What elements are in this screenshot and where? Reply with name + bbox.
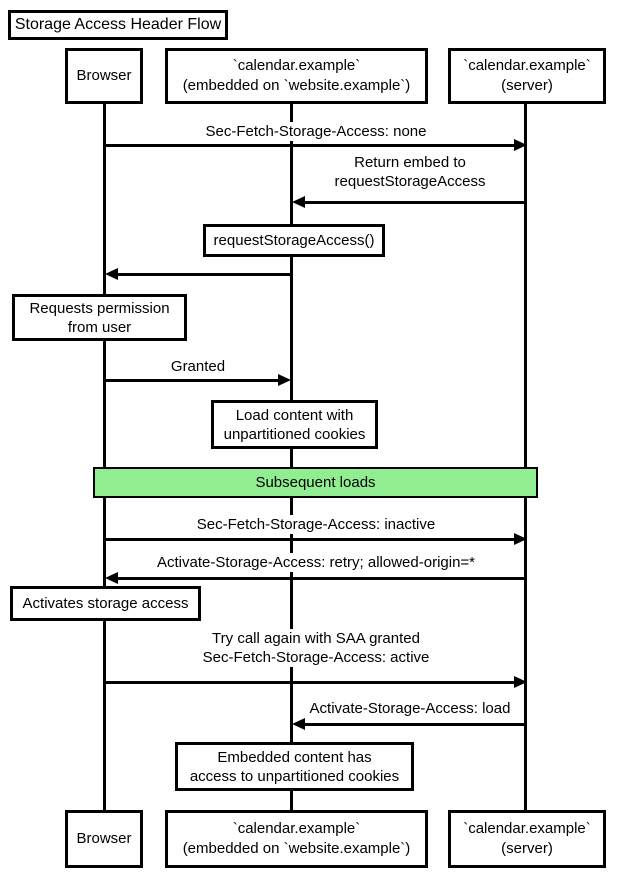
message-arrow-8: [304, 723, 527, 726]
note-line: Activates storage access: [22, 595, 189, 612]
participant-browser-bottom: Browser: [65, 810, 143, 868]
note-line: unpartitioned cookies: [223, 425, 366, 443]
message-arrow-3: [117, 273, 292, 276]
lifeline-embedded-calendar: [290, 104, 293, 810]
message-arrow-2: [304, 201, 527, 204]
message-arrow-6: [117, 577, 527, 580]
message-arrow-4: [105, 379, 279, 382]
message-label-line: Return embed to: [354, 154, 466, 171]
message-arrow-7: [105, 681, 515, 684]
participant-label: (server): [501, 840, 553, 857]
diagram-title: Storage Access Header Flow: [8, 10, 228, 40]
note-embedded-content: Embedded content has access to unpartiti…: [175, 742, 414, 791]
lifeline-browser: [103, 104, 106, 810]
message-label-line: Try call again with SAA granted: [212, 630, 420, 647]
message-arrow-5: [105, 538, 515, 541]
participant-label: (server): [501, 77, 553, 94]
participant-label: `calendar.example`: [232, 820, 361, 837]
note-requests-permission: Requests permission from user: [12, 294, 187, 341]
participant-label: `calendar.example`: [463, 57, 591, 74]
participant-label: `calendar.example`: [463, 820, 591, 837]
arrowhead-right-icon: [514, 139, 527, 151]
message-label-5: Sec-Fetch-Storage-Access: inactive: [193, 515, 439, 534]
message-label-2: Return embed to requestStorageAccess: [331, 153, 489, 191]
note-line: Requests permission: [29, 299, 170, 317]
arrowhead-right-icon: [514, 676, 527, 688]
message-label-1: Sec-Fetch-Storage-Access: none: [202, 122, 430, 141]
participant-browser-top: Browser: [65, 48, 143, 104]
note-line: Embedded content has: [217, 748, 372, 766]
participant-label: Browser: [76, 67, 132, 84]
message-label-8: Activate-Storage-Access: load: [306, 699, 514, 718]
participant-label: (embedded on `website.example`): [182, 840, 411, 857]
note-activates-storage-access: Activates storage access: [10, 586, 201, 621]
arrowhead-left-icon: [292, 718, 305, 730]
note-line: access to unpartitioned cookies: [189, 767, 400, 785]
diagram-title-text: Storage Access Header Flow: [14, 16, 222, 33]
participant-label: (embedded on `website.example`): [182, 77, 411, 94]
message-label-line: Sec-Fetch-Storage-Access: inactive: [196, 516, 436, 533]
arrowhead-left-icon: [292, 196, 305, 208]
message-label-line: Activate-Storage-Access: retry; allowed-…: [156, 554, 476, 571]
participant-embedded-calendar-top: `calendar.example` (embedded on `website…: [165, 48, 428, 104]
note-request-storage-access: requestStorageAccess(): [203, 224, 385, 257]
note-line: from user: [67, 318, 132, 336]
note-load-content: Load content with unpartitioned cookies: [211, 400, 378, 449]
message-label-line: Activate-Storage-Access: load: [309, 700, 511, 717]
arrowhead-left-icon: [105, 268, 118, 280]
participant-label: Browser: [76, 830, 132, 847]
message-label-line: Sec-Fetch-Storage-Access: none: [205, 123, 427, 140]
message-label-6: Activate-Storage-Access: retry; allowed-…: [153, 553, 479, 572]
participant-calendar-server-bottom: `calendar.example` (server): [448, 810, 606, 868]
participant-embedded-calendar-bottom: `calendar.example` (embedded on `website…: [165, 810, 428, 868]
message-label-4: Granted: [167, 357, 229, 376]
arrowhead-left-icon: [105, 572, 118, 584]
arrowhead-right-icon: [278, 374, 291, 386]
message-label-7: Try call again with SAA granted Sec-Fetc…: [199, 629, 433, 667]
arrowhead-right-icon: [514, 533, 527, 545]
participant-calendar-server-top: `calendar.example` (server): [448, 48, 606, 104]
loop-band-label: Subsequent loads: [255, 474, 376, 491]
note-line: Load content with: [235, 406, 354, 424]
message-label-line: requestStorageAccess: [334, 173, 486, 190]
loop-band-subsequent-loads: Subsequent loads: [93, 467, 538, 498]
lifeline-calendar-server: [524, 104, 527, 810]
message-arrow-1: [105, 144, 515, 147]
message-label-line: Granted: [170, 358, 226, 375]
note-line: requestStorageAccess(): [213, 232, 375, 249]
message-label-line: Sec-Fetch-Storage-Access: active: [202, 649, 430, 666]
participant-label: `calendar.example`: [232, 57, 361, 74]
